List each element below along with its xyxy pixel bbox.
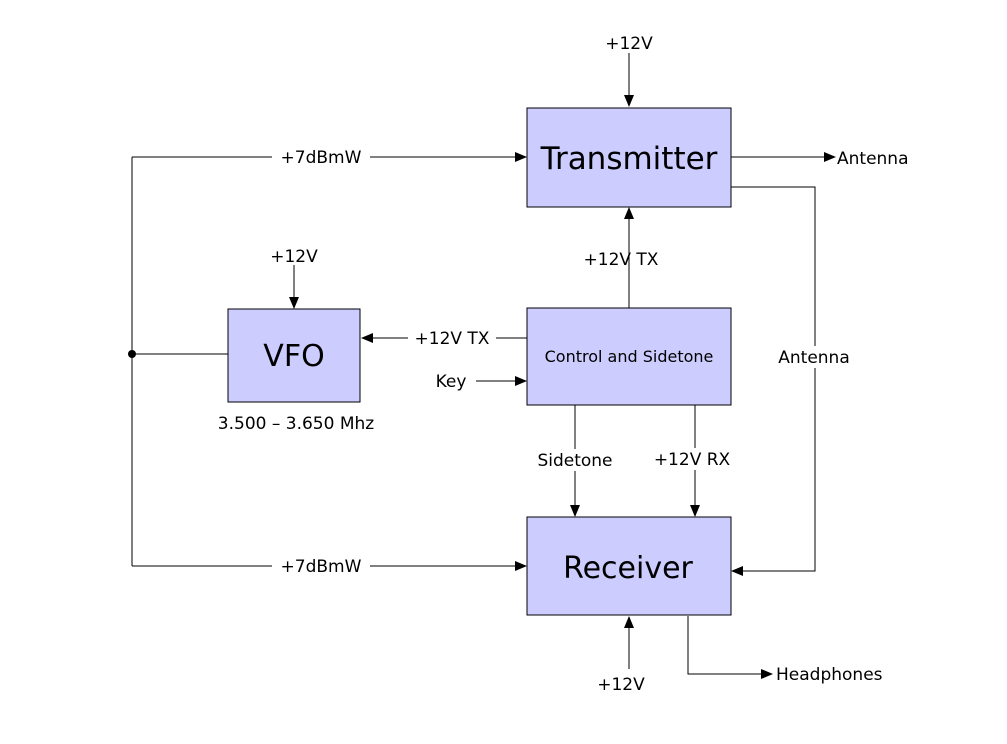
vfo-label: VFO bbox=[263, 339, 324, 374]
vfo-power-arrow bbox=[289, 297, 299, 309]
tx-power-arrow bbox=[624, 95, 634, 107]
antenna-output-label: Antenna bbox=[837, 149, 909, 169]
tx-power-label: +12V bbox=[605, 34, 653, 54]
sidetone-label: Sidetone bbox=[537, 451, 612, 471]
headphones-arrow bbox=[761, 669, 773, 679]
tx-antenna-arrow bbox=[824, 152, 836, 162]
antenna-link-wire bbox=[731, 186, 816, 572]
vfo-block: VFO bbox=[227, 308, 361, 403]
transmitter-label: Transmitter bbox=[540, 141, 718, 177]
control-to-tx-arrow bbox=[624, 207, 634, 219]
splitter-to-rx-arrow bbox=[515, 561, 527, 571]
vfo-to-tx-level-label: +7dBmW bbox=[281, 148, 362, 168]
control-sidetone-block: Control and Sidetone bbox=[526, 307, 732, 406]
antenna-link-label: Antenna bbox=[778, 348, 850, 368]
control-to-vfo-arrow bbox=[361, 333, 373, 343]
headphones-wire bbox=[687, 616, 762, 675]
receiver-block: Receiver bbox=[526, 516, 732, 616]
key-input-label: Key bbox=[436, 372, 467, 392]
control-sidetone-label: Control and Sidetone bbox=[545, 347, 714, 366]
antenna-link-arrow bbox=[731, 566, 743, 576]
splitter-to-tx-arrow bbox=[515, 152, 527, 162]
transmitter-block: Transmitter bbox=[526, 107, 732, 208]
vfo-to-rx-level-label: +7dBmW bbox=[281, 557, 362, 577]
control-to-rx-label: +12V RX bbox=[654, 450, 731, 470]
control-to-vfo-label: +12V TX bbox=[415, 329, 490, 349]
splitter-junction-dot bbox=[128, 350, 136, 358]
headphones-label: Headphones bbox=[776, 665, 883, 685]
control-to-tx-label: +12V TX bbox=[584, 250, 659, 270]
key-arrow bbox=[515, 376, 527, 386]
vfo-range-label: 3.500 – 3.650 Mhz bbox=[218, 414, 374, 434]
rx-power-arrow bbox=[624, 616, 634, 628]
control-to-rx-arrow bbox=[690, 505, 700, 517]
vfo-power-label: +12V bbox=[270, 247, 318, 267]
receiver-label: Receiver bbox=[563, 551, 693, 586]
sidetone-arrow bbox=[570, 505, 580, 517]
rx-power-label: +12V bbox=[597, 675, 645, 695]
